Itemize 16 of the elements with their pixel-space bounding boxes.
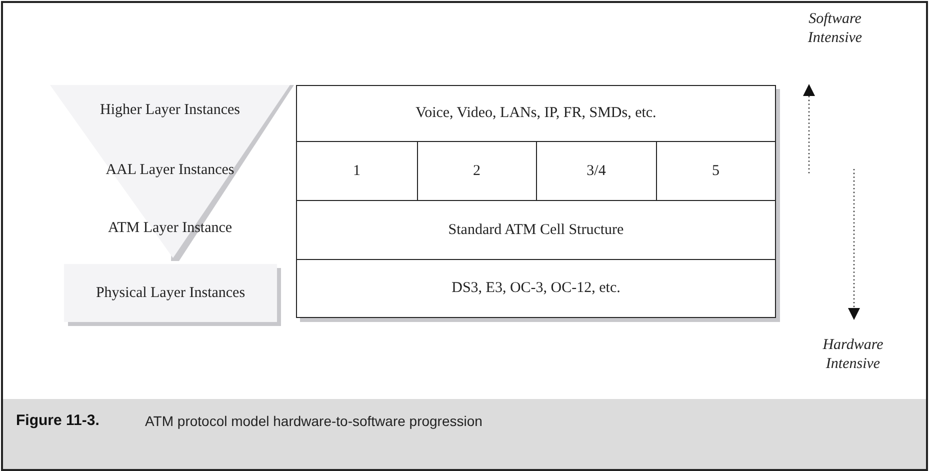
figure-number: Figure 11-3. <box>16 412 100 429</box>
axis-label: Hardware Intensive <box>822 336 884 374</box>
layer-label: Higher Layer Instances <box>99 102 241 119</box>
inverted-triangle <box>50 85 296 261</box>
table-cell: 1 <box>297 141 416 200</box>
table-cell: 5 <box>656 141 775 200</box>
axis-label: Software Intensive <box>806 10 864 48</box>
table-cell: Voice, Video, LANs, IP, FR, SMDs, etc. <box>297 86 775 141</box>
layer-label: ATM Layer Instance <box>106 220 234 237</box>
table-cell: Standard ATM Cell Structure <box>297 200 775 259</box>
figure-caption: ATM protocol model hardware-to-software progression <box>145 413 482 429</box>
layer-label: AAL Layer Instances <box>104 162 236 179</box>
table-cell: 2 <box>416 141 536 200</box>
layer-label: Physical Layer Instances <box>64 264 277 322</box>
table-cell: 3/4 <box>536 141 656 200</box>
table-cell: DS3, E3, OC-3, OC-12, etc. <box>297 259 775 317</box>
